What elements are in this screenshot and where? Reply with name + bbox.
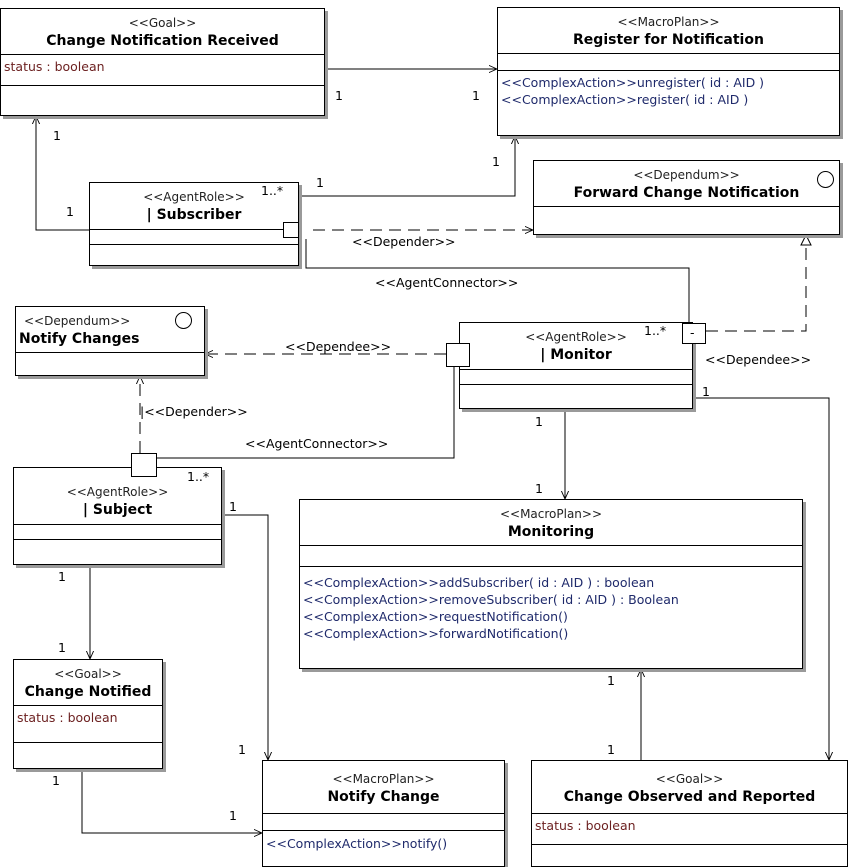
stereotype: <<Goal>> (54, 667, 122, 681)
multiplicity: 1 (535, 414, 543, 429)
box-title: | Subscriber (146, 207, 242, 223)
operation: <<ComplexAction>>removeSubscriber( id : … (303, 592, 679, 607)
goal-change-notification-received[interactable]: <<Goal>> Change Notification Received st… (0, 8, 325, 116)
line-agent-connector-bottom (148, 362, 455, 459)
dependum-forward-change-notification[interactable]: <<Dependum>> Forward Change Notification (533, 160, 840, 235)
stereotype: <<Goal>> (655, 772, 724, 786)
macroplan-notify-change[interactable]: <<MacroPlan>> Notify Change <<ComplexAct… (262, 760, 505, 867)
operation: <<ComplexAction>>requestNotification() (303, 609, 568, 624)
multiplicity: 1 (229, 808, 237, 823)
multiplicity: 1 (58, 640, 66, 655)
macroplan-monitoring[interactable]: <<MacroPlan>> Monitoring <<ComplexAction… (299, 499, 803, 669)
agentrole-subscriber[interactable]: <<AgentRole>> | Subscriber (89, 182, 299, 266)
stereotype: <<Dependum>> (633, 168, 740, 182)
line-subject-to-notifychange (222, 514, 268, 760)
monitor-port-right[interactable] (682, 323, 706, 344)
box-title: | Monitor (540, 347, 612, 363)
goal-change-notified[interactable]: <<Goal>> Change Notified status : boolea… (13, 659, 163, 769)
dependum-circle-icon (175, 312, 192, 329)
multiplicity: 1 (229, 499, 237, 514)
operation: <<ComplexAction>>notify() (266, 836, 448, 851)
multiplicity: 1 (492, 154, 500, 169)
attribute: status : boolean (535, 818, 636, 833)
subscriber-port[interactable] (283, 222, 299, 238)
multiplicity: 1 (335, 88, 343, 103)
multiplicity: 1 (702, 384, 710, 399)
multiplicity: 1 (53, 128, 61, 143)
box-title: Change Notification Received (46, 33, 279, 49)
agent-connector-label-top: <<AgentConnector>> (375, 275, 519, 290)
stereotype: <<MacroPlan>> (617, 15, 720, 29)
multiplicity: 1 (66, 204, 74, 219)
stereotype: <<AgentRole>> (66, 485, 169, 499)
stereotype: <<Goal>> (128, 16, 197, 30)
line-monitor-dependee-right (706, 235, 806, 332)
multiplicity: 1 (58, 569, 66, 584)
stereotype: <<MacroPlan>> (499, 507, 603, 521)
operation: <<ComplexAction>>forwardNotification() (303, 626, 569, 641)
line-monitor-to-cor (693, 397, 829, 760)
box-title: Notify Changes (19, 331, 140, 347)
stereotype: <<AgentRole>> (525, 330, 627, 344)
box-title: Register for Notification (573, 32, 764, 48)
operation: <<ComplexAction>>register( id : AID ) (501, 92, 749, 107)
multiplicity: 1 (52, 773, 60, 788)
stereotype: <<MacroPlan>> (332, 772, 435, 786)
port-minus-label: - (690, 325, 695, 340)
stereotype: <<Dependum>> (24, 314, 131, 328)
agentrole-monitor[interactable]: <<AgentRole>> | Monitor (459, 322, 693, 409)
line-changenotified-to-notifychange (81, 769, 262, 833)
attribute: status : boolean (4, 59, 105, 74)
operation: <<ComplexAction>>addSubscriber( id : AID… (303, 575, 655, 590)
dependum-circle-icon (817, 171, 834, 188)
subject-port[interactable] (131, 453, 157, 477)
box-title: Change Notified (24, 684, 152, 700)
multiplicity: 1 (472, 88, 480, 103)
box-title: Notify Change (327, 789, 440, 805)
multiplicity: 1..* (644, 323, 667, 338)
multiplicity: 1..* (187, 469, 210, 484)
line-subscriber-to-register (299, 136, 515, 197)
depender-label-top: <<Depender>> (352, 234, 456, 249)
stereotype: <<AgentRole>> (143, 190, 245, 204)
multiplicity: 1 (316, 175, 324, 190)
multiplicity: 1..* (261, 183, 284, 198)
depender-label-left: |<<Depender>> (140, 404, 248, 419)
multiplicity: 1 (238, 742, 246, 757)
agentrole-subject[interactable]: <<AgentRole>> | Subject (13, 467, 222, 565)
multiplicity: 1 (607, 742, 615, 757)
box-title: Change Observed and Reported (563, 789, 816, 805)
macroplan-register-for-notification[interactable]: <<MacroPlan>> Register for Notification … (497, 7, 840, 136)
line-agent-connector-top (305, 239, 690, 323)
goal-change-observed-and-reported[interactable]: <<Goal>> Change Observed and Reported st… (531, 760, 848, 867)
box-title: Monitoring (507, 524, 595, 540)
attribute: status : boolean (17, 710, 118, 725)
operation: <<ComplexAction>>unregister( id : AID ) (501, 75, 765, 90)
dependum-notify-changes[interactable]: <<Dependum>> Notify Changes (15, 306, 205, 376)
multiplicity: 1 (535, 481, 543, 496)
agent-connector-label-bottom: <<AgentConnector>> (245, 436, 389, 451)
monitor-port-left[interactable] (446, 343, 470, 367)
dependee-label-right: <<Dependee>> (705, 352, 812, 367)
multiplicity: 1 (607, 673, 615, 688)
line-subscriber-to-cnr (36, 116, 89, 231)
box-title: | Subject (82, 502, 153, 518)
box-title: Forward Change Notification (573, 185, 800, 201)
dependee-label-left: <<Dependee>> (285, 339, 392, 354)
